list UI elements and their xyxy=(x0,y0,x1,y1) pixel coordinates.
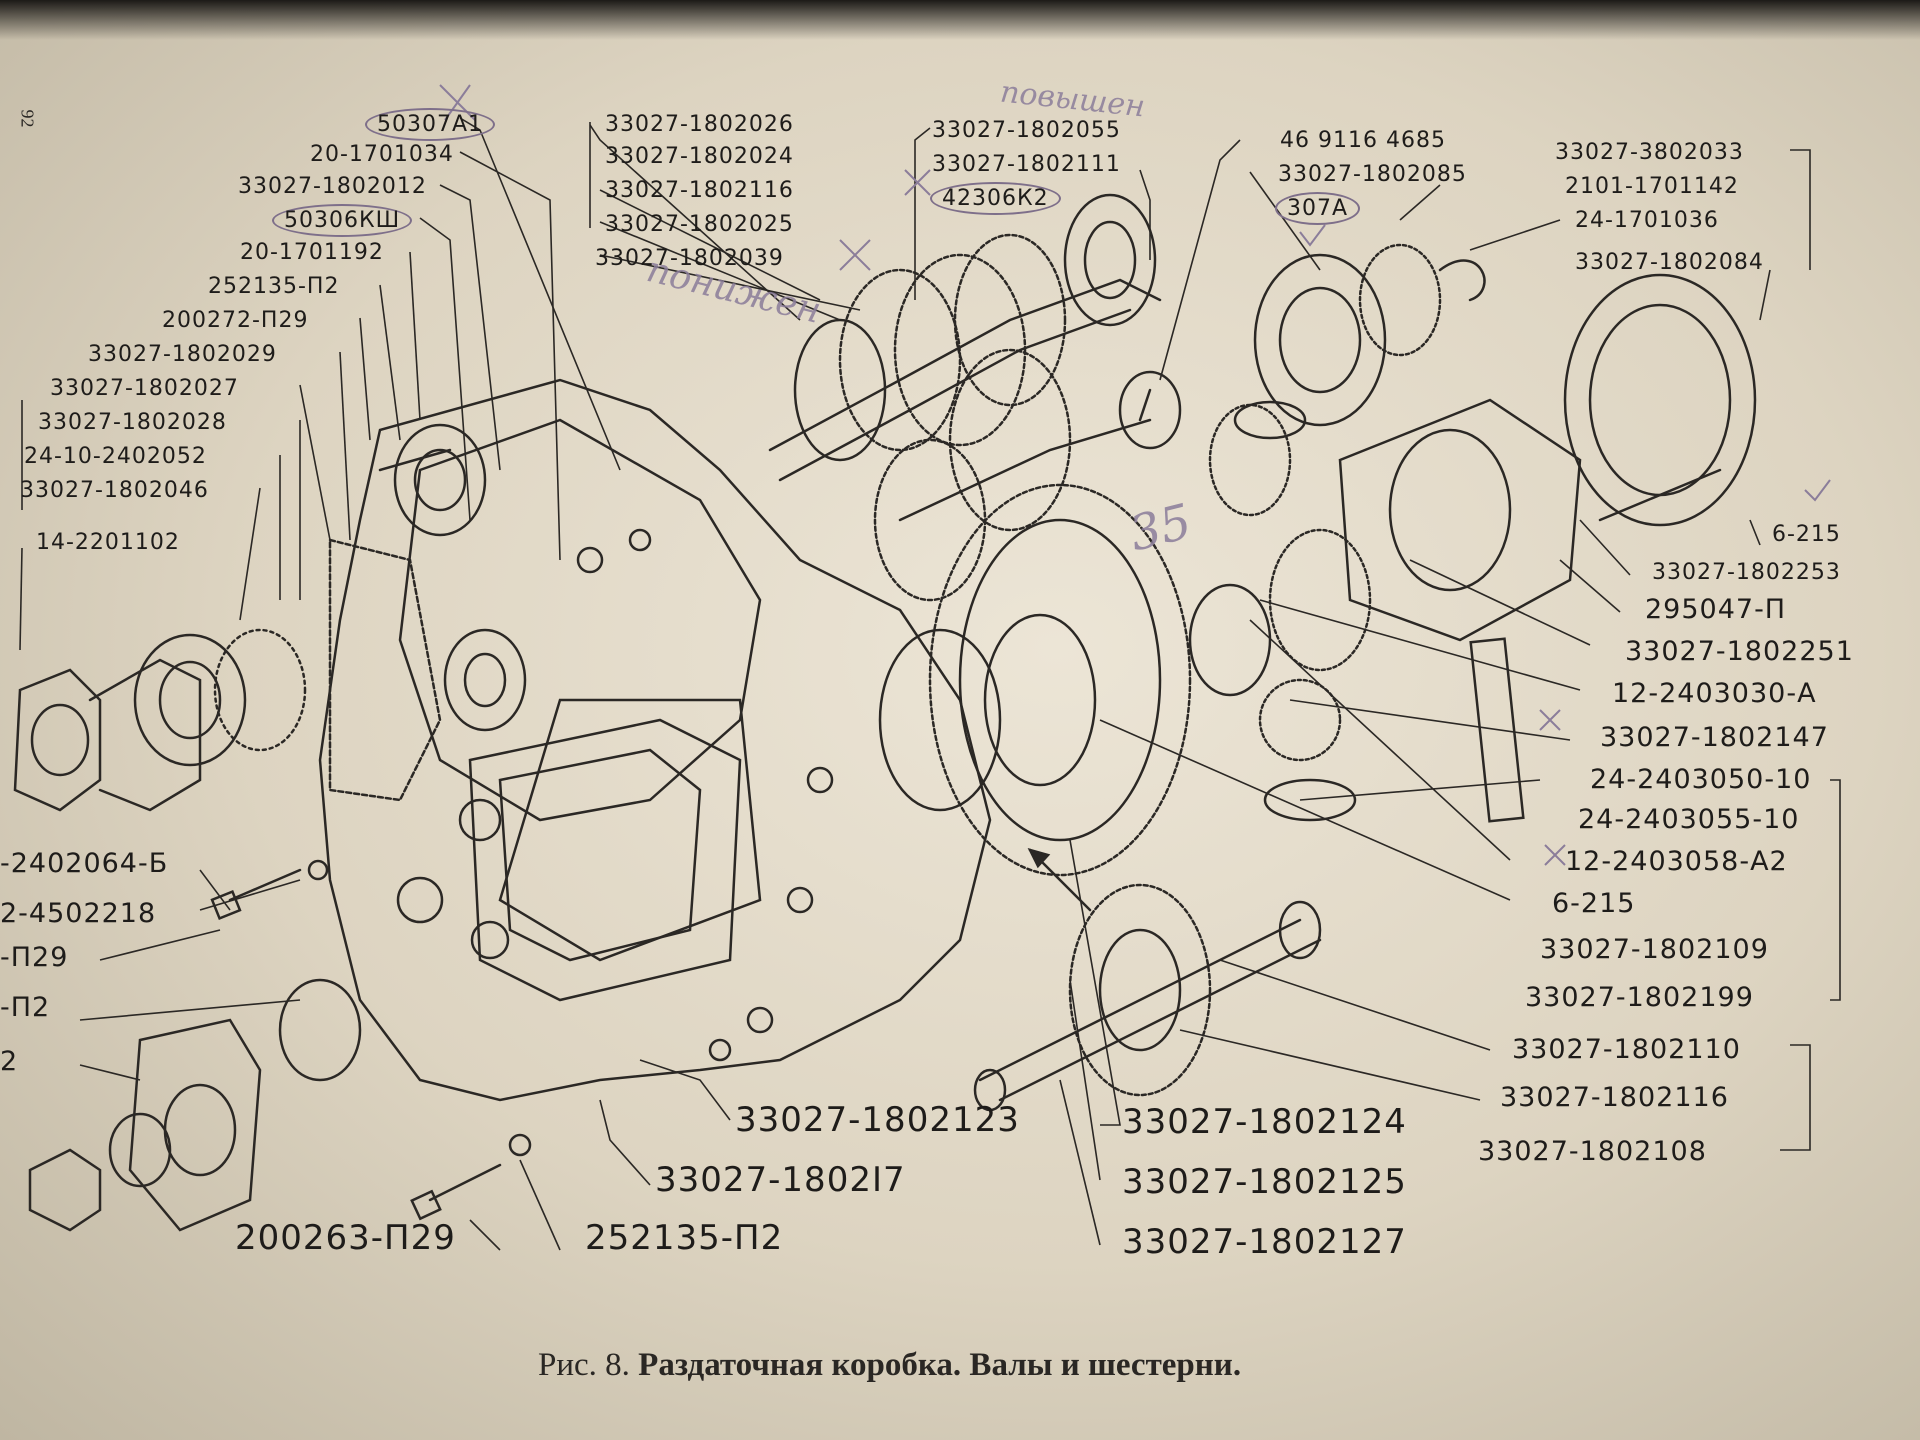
primary-shaft-gears xyxy=(768,193,1182,482)
part-label: 33027-1802084 xyxy=(1575,250,1764,275)
part-label: -2402064-Б xyxy=(0,848,169,879)
part-label: 6-215 xyxy=(1552,888,1636,919)
part-label: 200272-П29 xyxy=(162,308,309,333)
differential-housing xyxy=(1188,273,1757,823)
part-label: 33027-1802012 xyxy=(238,174,427,199)
part-label: 46 9116 4685 xyxy=(1280,128,1446,153)
part-label: 33027-1802085 xyxy=(1278,162,1467,187)
part-label: 2-4502218 xyxy=(0,898,157,929)
gasket xyxy=(328,538,442,802)
front-flange xyxy=(128,1018,262,1232)
part-label: 33027-1802026 xyxy=(605,112,794,137)
part-label: 33027-1802251 xyxy=(1625,636,1854,667)
part-label: 33027-1802124 xyxy=(1122,1102,1407,1142)
part-label: 33027-1802029 xyxy=(88,342,277,367)
intermediate-shaft xyxy=(873,348,1152,602)
part-label: 12-2403030-А xyxy=(1612,678,1817,709)
part-label: 33027-1802110 xyxy=(1512,1034,1741,1065)
part-label: 33027-1802125 xyxy=(1122,1162,1407,1202)
part-label: -П2 xyxy=(0,992,51,1023)
part-label: 14-2201102 xyxy=(36,530,180,555)
flange-nut xyxy=(28,1148,102,1232)
part-label: 33027-1802123 xyxy=(735,1100,1020,1140)
part-label: 42306К2 xyxy=(930,182,1061,215)
page-number: 92 xyxy=(17,109,38,128)
caption-title: Раздаточная коробка. Валы и шестерни. xyxy=(638,1347,1242,1383)
part-label: 33027-1802253 xyxy=(1652,560,1841,585)
page-shadow xyxy=(0,0,1920,40)
part-label: 252135-П2 xyxy=(208,274,340,299)
part-label: 33027-1802111 xyxy=(932,152,1121,177)
part-label: 20-1701034 xyxy=(310,142,454,167)
part-label: 2 xyxy=(0,1046,19,1077)
transfer-case-housing xyxy=(318,378,992,1102)
part-label: 33027-1802108 xyxy=(1478,1136,1707,1167)
part-label: 200263-П29 xyxy=(235,1218,456,1258)
part-label: 33027-1802025 xyxy=(605,212,794,237)
part-label: 33027-1802116 xyxy=(605,178,794,203)
part-label: 33027-1802109 xyxy=(1540,934,1769,965)
part-label: 33027-1802199 xyxy=(1525,982,1754,1013)
figure-caption: Рис. 8. Раздаточная коробка. Валы и шест… xyxy=(538,1347,1241,1384)
driven-gear xyxy=(928,483,1192,877)
part-label: 33027-3802033 xyxy=(1555,140,1744,165)
part-label: 307А xyxy=(1275,192,1361,225)
caption-prefix: Рис. 8. xyxy=(538,1347,630,1383)
flange-washer xyxy=(108,1112,172,1188)
front-bearing xyxy=(393,423,487,537)
part-label: 20-1701192 xyxy=(240,240,384,265)
part-label: 6-215 xyxy=(1772,522,1841,547)
part-label: 50306КШ xyxy=(272,204,413,237)
part-label: 33027-1802055 xyxy=(932,118,1121,143)
output-bearing xyxy=(1253,253,1387,427)
part-label: 33027-1802І7 xyxy=(655,1160,906,1200)
part-label: 2101-1701142 xyxy=(1565,174,1739,199)
cover-plate xyxy=(468,718,742,1002)
part-label: 24-2403055-10 xyxy=(1578,804,1800,835)
part-label: 33027-1802024 xyxy=(605,144,794,169)
part-label: 33027-1802027 xyxy=(50,376,239,401)
bolt xyxy=(228,868,302,902)
part-label: 33027-1802116 xyxy=(1500,1082,1729,1113)
output-shaft xyxy=(973,883,1322,1112)
part-label: 295047-П xyxy=(1645,594,1787,625)
part-label: 33027-1802039 xyxy=(595,246,784,271)
oil-seal xyxy=(133,633,247,767)
part-label: -П29 xyxy=(0,942,69,973)
part-label: 33027-1802028 xyxy=(38,410,227,435)
part-label: 252135-П2 xyxy=(585,1218,784,1258)
part-label: 24-2403050-10 xyxy=(1590,764,1812,795)
part-label: 33027-1802147 xyxy=(1600,722,1829,753)
part-label: 50307А1 xyxy=(365,108,496,141)
part-label: 24-1701036 xyxy=(1575,208,1719,233)
part-label: 33027-1802046 xyxy=(20,478,209,503)
rear-flange xyxy=(13,668,102,812)
part-label: 12-2403058-А2 xyxy=(1565,846,1788,877)
part-label: 24-10-2402052 xyxy=(24,444,207,469)
part-label: 33027-1802127 xyxy=(1122,1222,1407,1262)
